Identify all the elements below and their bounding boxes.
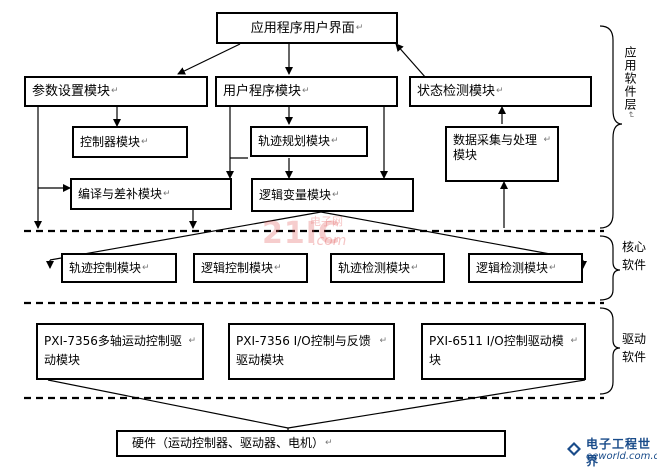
traj-detect-label: 轨迹检测模块 <box>338 260 411 275</box>
layer-label-driver-text: 驱动软件 <box>621 332 646 364</box>
logic-ctrl-label: 逻辑控制模块 <box>201 260 274 275</box>
logo-en-text: eeworld.com.cn <box>586 451 657 462</box>
layer-label-app: 应用软件层↵ <box>621 44 639 122</box>
pxi6511-io-label: PXI-6511 I/O控制驱动模块 <box>429 334 564 367</box>
logo-cn-text: 电子工程世界 <box>586 437 652 468</box>
return-mark: ↵ <box>142 262 150 273</box>
status-detect-label: 状态检测模块 <box>417 84 496 99</box>
data-acq-box: 数据采集与处理模块 ↵ <box>445 126 559 182</box>
layer-label-app-text: 应用软件层 <box>623 46 637 112</box>
trajectory-plan-box: 轨迹规划模块↵ <box>250 126 368 157</box>
return-mark: ↵ <box>141 136 149 147</box>
param-setting-label: 参数设置模块 <box>32 84 111 99</box>
logic-detect-label: 逻辑检测模块 <box>476 260 549 275</box>
user-program-label: 用户程序模块 <box>223 84 302 99</box>
data-acq-label: 数据采集与处理模块 <box>453 133 538 162</box>
status-detect-box: 状态检测模块↵ <box>409 76 592 107</box>
pxi7356-io-box: PXI-7356 I/O控制与反馈驱动模块 ↵ <box>228 323 395 380</box>
logo-icon <box>567 442 581 456</box>
traj-detect-box: 轨迹检测模块↵ <box>330 253 445 283</box>
logic-var-label: 逻辑变量模块 <box>259 187 332 202</box>
return-mark: ↵ <box>625 111 635 120</box>
return-mark: ↵ <box>355 22 364 33</box>
return-mark: ↵ <box>496 86 504 96</box>
return-mark: ↵ <box>332 189 340 200</box>
pxi6511-io-box: PXI-6511 I/O控制驱动模块 ↵ <box>421 323 586 380</box>
return-mark: ↵ <box>411 262 419 273</box>
return-mark: ↵ <box>331 136 339 146</box>
compile-interp-label: 编译与差补模块 <box>78 186 163 201</box>
return-mark: ↵ <box>543 135 551 145</box>
pxi7356-motion-box: PXI-7356多轴运动控制驱动模块 ↵ <box>36 323 204 380</box>
pxi7356-motion-label: PXI-7356多轴运动控制驱动模块 <box>44 334 182 367</box>
return-mark: ↵ <box>274 262 282 273</box>
return-mark: ↵ <box>379 336 387 346</box>
user-program-box: 用户程序模块↵ <box>215 76 398 107</box>
logic-detect-box: 逻辑检测模块↵ <box>468 253 583 283</box>
hardware-box: 硬件（运动控制器、驱动器、电机）↵ <box>116 430 506 457</box>
return-mark: ↵ <box>325 438 333 448</box>
return-mark: ↵ <box>188 336 196 346</box>
traj-ctrl-box: 轨迹控制模块↵ <box>61 253 177 283</box>
traj-ctrl-label: 轨迹控制模块 <box>69 260 142 275</box>
param-setting-box: 参数设置模块↵ <box>24 76 208 107</box>
hardware-label: 硬件（运动控制器、驱动器、电机） <box>132 436 325 450</box>
layer-label-core-text: 核心软件 <box>621 240 646 272</box>
watermark-domain: .com <box>312 233 347 249</box>
layer-label-driver: 驱动软件 <box>620 330 648 366</box>
return-mark: ↵ <box>570 336 578 346</box>
return-mark: ↵ <box>549 262 557 273</box>
watermark-brand: 21IC <box>262 216 341 251</box>
eeworld-logo: 电子工程世界 eeworld.com.cn <box>566 435 657 468</box>
logic-var-box: 逻辑变量模块↵ <box>251 178 414 212</box>
trajectory-plan-label: 轨迹规划模块 <box>258 134 331 148</box>
return-mark: ↵ <box>163 188 171 199</box>
return-mark: ↵ <box>111 86 119 96</box>
layer-label-core: 核心软件 <box>620 238 648 274</box>
pxi7356-io-label: PXI-7356 I/O控制与反馈驱动模块 <box>236 334 371 367</box>
watermark-cn: 电子网 <box>310 215 343 228</box>
app-ui-box: 应用程序用户界面↵ <box>216 12 398 44</box>
return-mark: ↵ <box>302 86 310 96</box>
logic-ctrl-box: 逻辑控制模块↵ <box>193 253 308 283</box>
compile-interp-box: 编译与差补模块↵ <box>70 178 232 210</box>
app-ui-label: 应用程序用户界面 <box>250 20 355 36</box>
controller-label: 控制器模块 <box>80 134 141 149</box>
controller-box: 控制器模块↵ <box>72 126 188 158</box>
